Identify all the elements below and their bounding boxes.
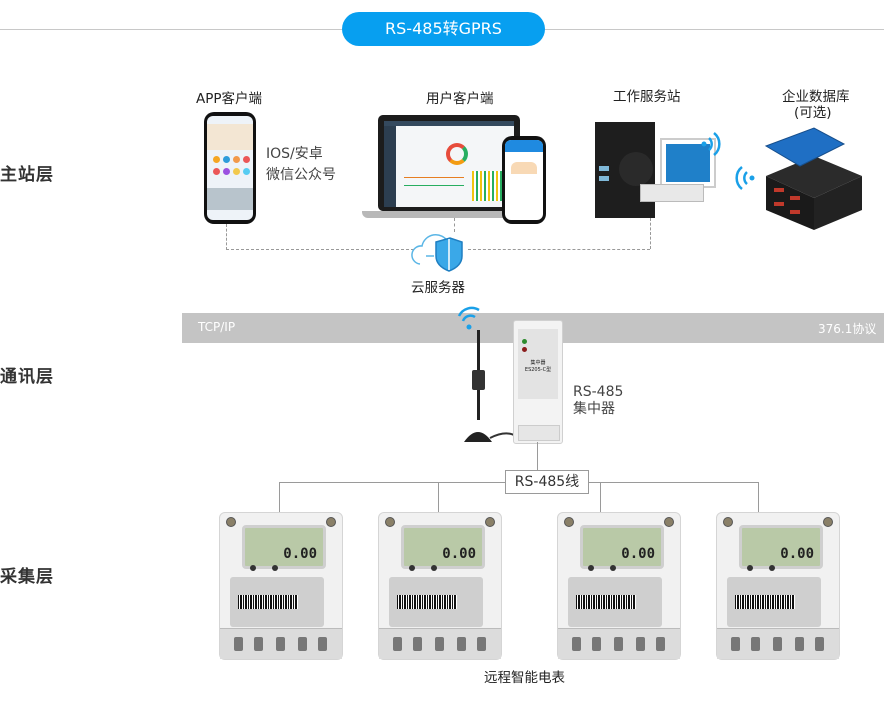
protocol-right-label: 376.1协议: [818, 322, 877, 336]
smart-meter: 0.00: [378, 512, 502, 660]
meter-reading: 0.00: [621, 546, 655, 562]
cloud-server-icon: [411, 234, 463, 272]
smart-meter: 0.00: [716, 512, 840, 660]
layer-label-master: 主站层: [0, 165, 54, 185]
workstation-label: 工作服务站: [613, 89, 681, 105]
user-phone-icon: [502, 136, 546, 224]
meter-reading: 0.00: [780, 546, 814, 562]
meter-drop-line: [758, 482, 759, 512]
connector-app: [226, 224, 227, 250]
workstation-keyboard: [640, 184, 704, 202]
user-client-label: 用户客户端: [426, 91, 494, 107]
smart-meter: 0.00: [219, 512, 343, 660]
layer-label-comm: 通讯层: [0, 367, 54, 387]
protocol-left-label: TCP/IP: [198, 320, 236, 334]
database-label: 企业数据库: [782, 89, 850, 105]
app-phone-icon: [204, 112, 256, 224]
laptop-base: [362, 211, 536, 218]
meter-reading: 0.00: [283, 546, 317, 562]
concentrator-label-line2: 集中器: [573, 401, 615, 417]
concentrator-label-line1: RS-485: [573, 384, 624, 400]
app-platform-ios-android: IOS/安卓: [266, 146, 323, 162]
app-platform-wechat: 微信公众号: [266, 167, 336, 183]
laptop-icon: [378, 115, 520, 211]
cloud-server-label: 云服务器: [411, 280, 465, 296]
meter-drop-line: [600, 482, 601, 512]
connector-app-cloud: [226, 249, 414, 250]
meter-reading: 0.00: [442, 546, 476, 562]
bus-drop-line: [537, 442, 538, 470]
page-title: RS-485转GPRS: [342, 12, 545, 46]
meter-drop-line: [279, 482, 280, 512]
server-tower-icon: [595, 122, 655, 218]
concentrator-model: ES205-C型: [524, 367, 552, 373]
rs485-bus-label: RS-485线: [505, 470, 589, 494]
smart-meter: 0.00: [557, 512, 681, 660]
antenna-icon: [464, 330, 517, 442]
connector-workstation: [650, 218, 651, 249]
wifi-signal-icon: [735, 166, 755, 190]
database-server-icon: [764, 127, 862, 230]
concentrator-device: 集中器 ES205-C型: [513, 320, 563, 444]
connector-user: [454, 218, 455, 232]
concentrator-device-name: 集中器: [530, 360, 546, 366]
database-note: (可选): [794, 105, 832, 121]
app-client-label: APP客户端: [196, 91, 263, 107]
meter-drop-line: [438, 482, 439, 512]
wifi-signal-icon: [701, 132, 721, 156]
smart-meters-label: 远程智能电表: [484, 670, 565, 686]
layer-label-collect: 采集层: [0, 567, 54, 587]
connector-cloud-workstation: [468, 249, 650, 250]
wifi-signal-icon: [457, 306, 480, 330]
